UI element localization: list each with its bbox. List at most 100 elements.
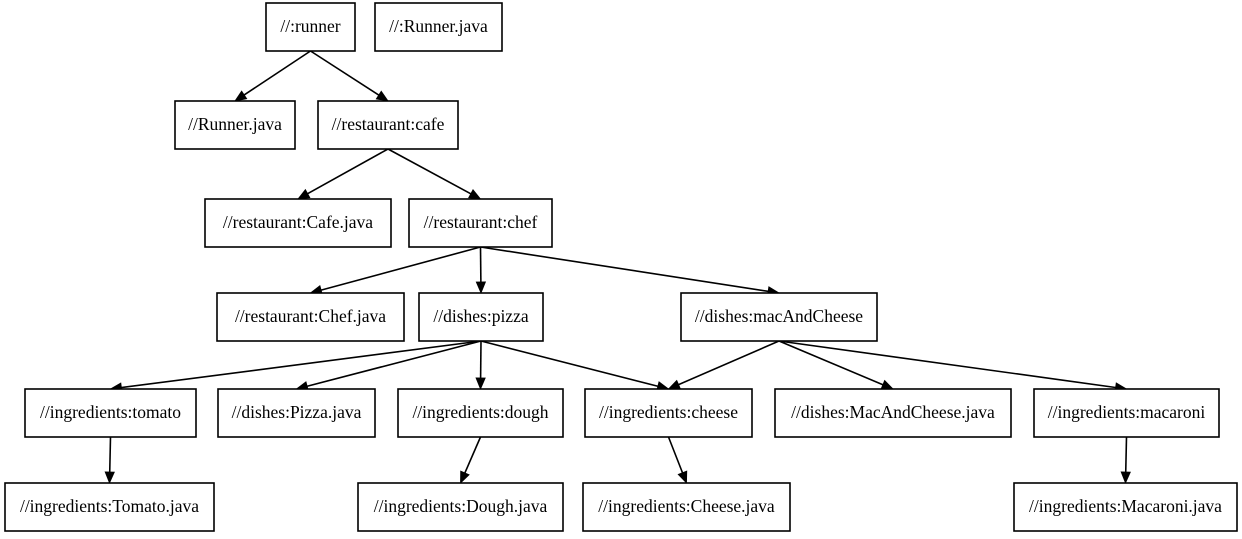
edge-arrowhead xyxy=(1120,471,1131,485)
graph-edge: //dishes:pizza → //ingredients:cheese xyxy=(480,340,670,392)
node-box[interactable] xyxy=(582,482,791,532)
graph-node-dishes_mac[interactable]: //dishes:macAndCheese xyxy=(680,292,878,342)
edge-line xyxy=(387,148,472,195)
graph-edge: //ingredients:macaroni → //ingredients:M… xyxy=(1120,436,1131,485)
edge-line xyxy=(1124,436,1128,473)
edge-line xyxy=(108,436,112,473)
graph-node-chef_java[interactable]: //restaurant:Chef.java xyxy=(216,292,405,342)
node-box[interactable] xyxy=(216,292,405,342)
graph-node-cheese_java[interactable]: //ingredients:Cheese.java xyxy=(582,482,791,532)
graph-node-ing_cheese[interactable]: //ingredients:cheese xyxy=(584,388,753,438)
node-box[interactable] xyxy=(374,2,503,52)
graph-edge: //dishes:macAndCheese → //ingredients:ch… xyxy=(667,340,780,390)
graph-node-runner[interactable]: //:runner xyxy=(265,2,356,52)
node-box[interactable] xyxy=(217,388,376,438)
edge-arrowhead xyxy=(475,281,487,295)
graph-node-dough_java[interactable]: //ingredients:Dough.java xyxy=(357,482,564,532)
edge-arrowhead xyxy=(475,377,486,391)
node-label: //dishes:MacAndCheese.java xyxy=(791,402,995,422)
graph-edge: //dishes:pizza → //dishes:Pizza.java xyxy=(295,340,482,392)
edge-line xyxy=(121,340,482,389)
edge-line xyxy=(778,340,1116,389)
graph-node-runner_java[interactable]: //Runner.java xyxy=(174,100,296,150)
edge-line xyxy=(480,340,659,388)
node-label: //ingredients:dough xyxy=(412,402,548,422)
graph-node-cafe_java[interactable]: //restaurant:Cafe.java xyxy=(204,198,392,248)
node-box[interactable] xyxy=(265,2,356,52)
edge-line xyxy=(307,148,389,195)
graph-node-restaurant_chef[interactable]: //restaurant:chef xyxy=(408,198,553,248)
node-label: //ingredients:Macaroni.java xyxy=(1029,496,1222,516)
edge-line xyxy=(480,246,769,293)
edge-arrowhead xyxy=(297,188,311,200)
edge-arrowhead xyxy=(234,90,248,102)
node-label: //dishes:Pizza.java xyxy=(232,402,362,422)
graph-node-ing_macaroni[interactable]: //ingredients:macaroni xyxy=(1033,388,1220,438)
graph-edge: //restaurant:chef → //restaurant:Chef.ja… xyxy=(309,246,481,296)
node-box[interactable] xyxy=(397,388,564,438)
graph-edge: //restaurant:chef → //dishes:pizza xyxy=(475,246,487,295)
node-box[interactable] xyxy=(24,388,197,438)
edge-arrowhead xyxy=(375,90,389,102)
node-label: //ingredients:Dough.java xyxy=(374,496,548,516)
node-box[interactable] xyxy=(418,292,544,342)
edge-line xyxy=(310,50,380,96)
graph-node-runner_java_root[interactable]: //:Runner.java xyxy=(374,2,503,52)
graph-edge: //restaurant:chef → //dishes:macAndChees… xyxy=(480,246,781,297)
edge-arrowhead xyxy=(667,379,682,390)
graph-edge: //dishes:macAndCheese → //ingredients:ma… xyxy=(778,340,1128,393)
edge-arrowhead xyxy=(104,471,115,485)
node-box[interactable] xyxy=(584,388,753,438)
node-label: //Runner.java xyxy=(188,114,282,134)
edge-line xyxy=(778,340,884,386)
graph-node-tomato_java[interactable]: //ingredients:Tomato.java xyxy=(4,482,215,532)
graph-edge: //dishes:pizza → //ingredients:dough xyxy=(475,340,486,391)
node-label: //dishes:macAndCheese xyxy=(695,306,863,326)
edge-arrowhead xyxy=(467,189,482,200)
node-box[interactable] xyxy=(174,100,296,150)
node-box[interactable] xyxy=(357,482,564,532)
graph-edge: //ingredients:tomato → //ingredients:Tom… xyxy=(104,436,115,485)
node-label: //ingredients:Cheese.java xyxy=(598,496,775,516)
node-label: //ingredients:Tomato.java xyxy=(20,496,199,516)
graph-edge: //ingredients:cheese → //ingredients:Che… xyxy=(667,436,688,484)
node-box[interactable] xyxy=(4,482,215,532)
graph-node-mac_java[interactable]: //dishes:MacAndCheese.java xyxy=(774,388,1012,438)
node-label: //restaurant:Cafe.java xyxy=(223,212,373,232)
graph-edge: //:runner → //Runner.java xyxy=(234,50,311,102)
graph-edge: //restaurant:cafe → //restaurant:Cafe.ja… xyxy=(297,148,389,200)
node-label: //ingredients:tomato xyxy=(40,402,181,422)
node-label: //restaurant:Chef.java xyxy=(235,306,386,326)
node-box[interactable] xyxy=(1033,388,1220,438)
graph-node-dishes_pizza[interactable]: //dishes:pizza xyxy=(418,292,544,342)
graph-node-macaroni_java[interactable]: //ingredients:Macaroni.java xyxy=(1013,482,1238,532)
graph-node-pizza_java[interactable]: //dishes:Pizza.java xyxy=(217,388,376,438)
node-label: //ingredients:macaroni xyxy=(1048,402,1206,422)
node-label: //:runner xyxy=(280,16,340,36)
graph-node-ing_tomato[interactable]: //ingredients:tomato xyxy=(24,388,197,438)
edge-line xyxy=(306,340,482,388)
node-box[interactable] xyxy=(317,100,459,150)
node-label: //restaurant:cafe xyxy=(332,114,445,134)
node-box[interactable] xyxy=(680,292,878,342)
node-label: //ingredients:cheese xyxy=(599,402,738,422)
edge-arrowhead xyxy=(460,470,470,484)
node-box[interactable] xyxy=(774,388,1012,438)
graph-node-ing_dough[interactable]: //ingredients:dough xyxy=(397,388,564,438)
node-box[interactable] xyxy=(204,198,392,248)
edge-arrowhead xyxy=(677,470,688,484)
node-label: //:Runner.java xyxy=(389,16,488,36)
graph-edge: //dishes:pizza → //ingredients:tomato xyxy=(109,340,482,393)
edge-line xyxy=(464,436,482,474)
edge-arrowhead xyxy=(880,379,894,390)
graph-edge: //restaurant:cafe → //restaurant:chef xyxy=(387,148,482,200)
edge-line xyxy=(678,340,780,386)
nodes-layer: //:runner //:Runner.java //Runner.java //re… xyxy=(4,2,1238,532)
node-box[interactable] xyxy=(408,198,553,248)
graph-edge: //ingredients:dough → //ingredients:Doug… xyxy=(460,436,482,484)
node-box[interactable] xyxy=(1013,482,1238,532)
graph-node-restaurant_cafe[interactable]: //restaurant:cafe xyxy=(317,100,459,150)
node-label: //restaurant:chef xyxy=(424,212,538,232)
